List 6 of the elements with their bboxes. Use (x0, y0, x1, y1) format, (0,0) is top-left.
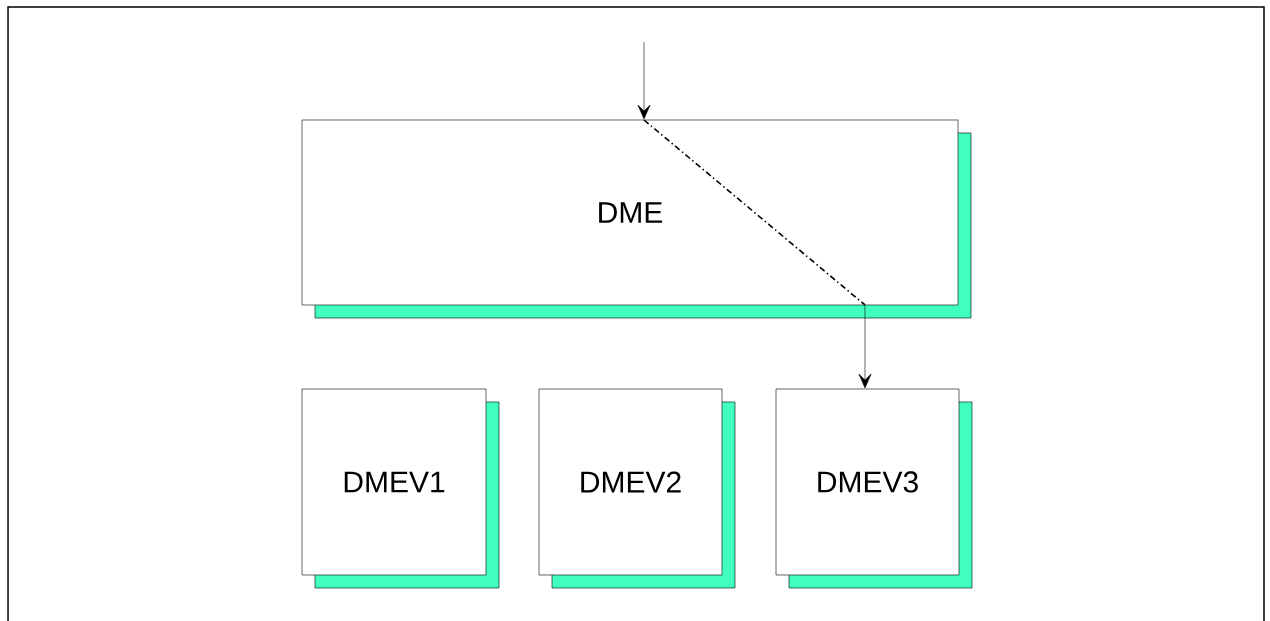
process-box: DME (301, 119, 972, 319)
arrow (637, 41, 651, 120)
arrow (858, 305, 872, 389)
process-box: DMEV2 (538, 388, 736, 589)
process-box: DMEV3 (775, 388, 973, 589)
process-box: DMEV1 (301, 388, 500, 589)
